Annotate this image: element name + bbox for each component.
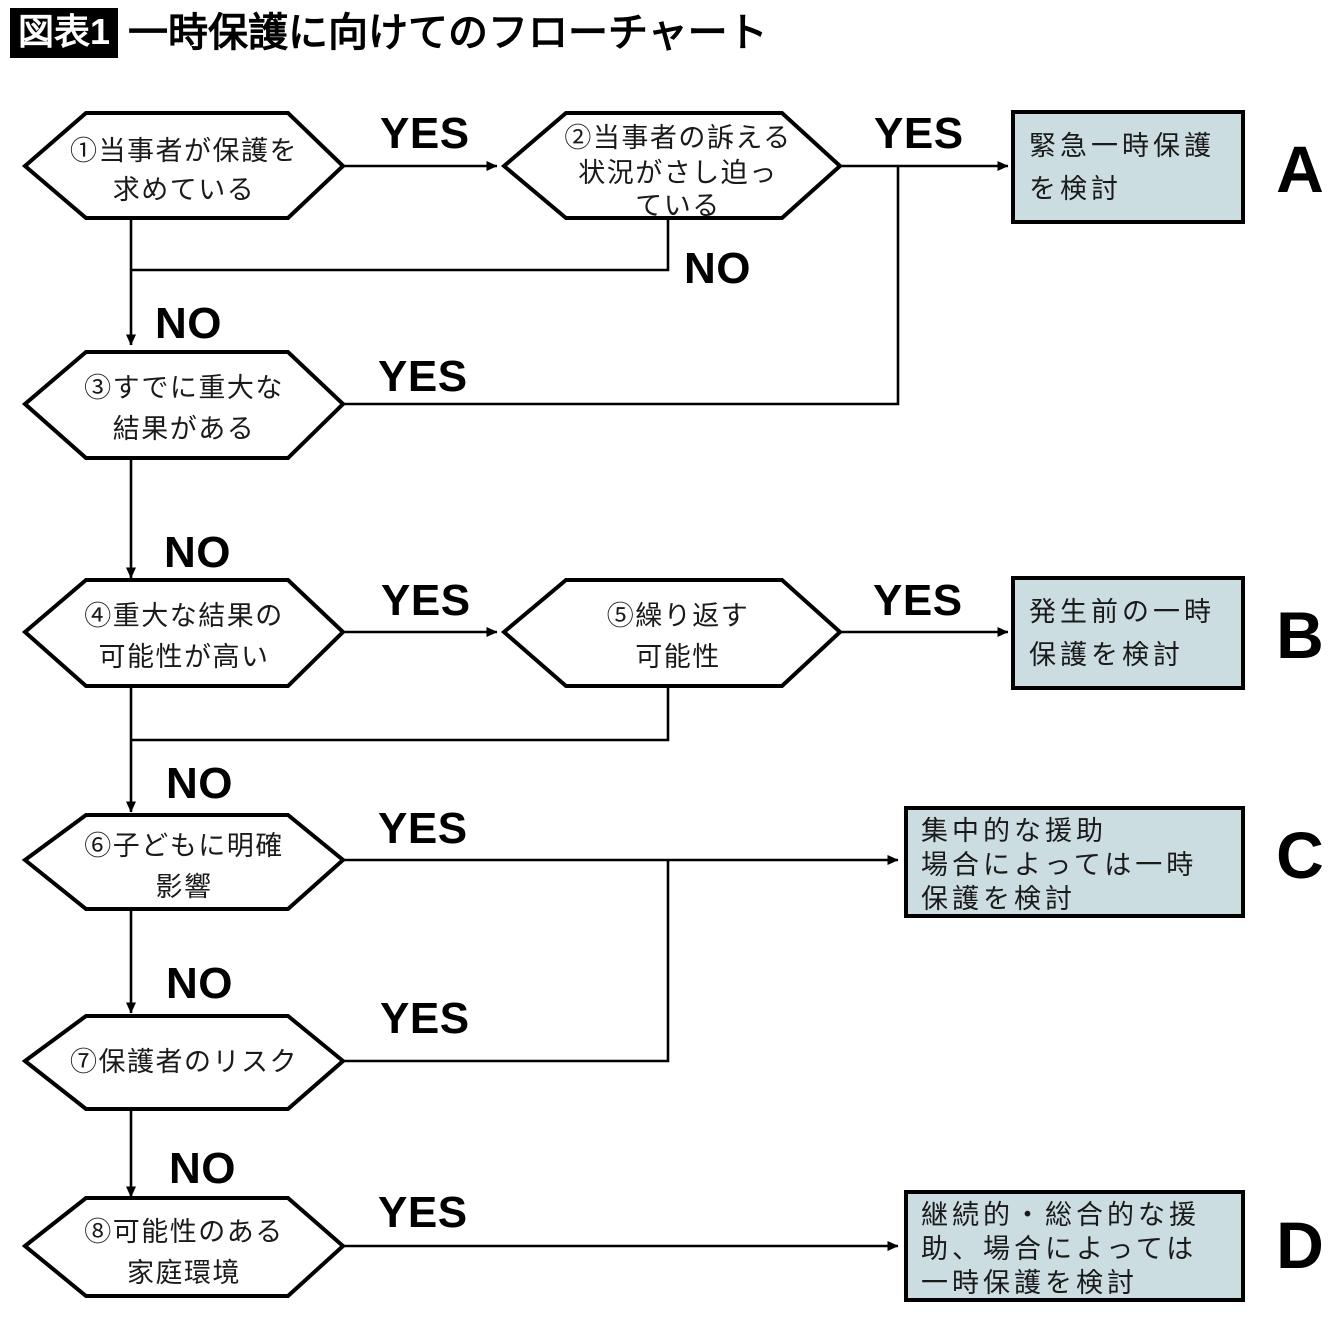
edge-n3-yes [343, 166, 900, 406]
edge-label-n2-yes: YES [874, 109, 964, 158]
node-n2-line-2: ている [635, 191, 721, 221]
node-n7-line-0: ⑦保護者のリスク [70, 1047, 298, 1077]
node-n4[interactable]: ④重大な結果の 可能性が高い [21, 578, 346, 688]
outcome-a-line-0: 緊急一時保護 [1029, 131, 1215, 161]
edge-label-n8-yes: YES [378, 1188, 468, 1237]
node-n3[interactable]: ③すでに重大な 結果がある [21, 350, 346, 460]
node-n5-line-0: ⑤繰り返す [607, 601, 750, 631]
edge-label-n7-yes: YES [380, 994, 470, 1043]
node-n5[interactable]: ⑤繰り返す 可能性 [500, 578, 843, 688]
outcome-d-line-2: 一時保護を検討 [921, 1268, 1138, 1298]
edge-label-n1-yes: YES [380, 109, 470, 158]
node-n6-line-1: 影響 [156, 872, 213, 902]
node-n6[interactable]: ⑥子どもに明確 影響 [21, 813, 347, 911]
node-n5-line-1: 可能性 [635, 642, 721, 672]
edge-label-n3-no: NO [164, 528, 231, 577]
edge-n2-no [131, 216, 670, 272]
route-label-a: A [1276, 132, 1324, 206]
outcome-b-line-1: 保護を検討 [1029, 640, 1184, 670]
outcome-b-line-0: 発生前の一時 [1029, 597, 1215, 627]
outcome-c-line-1: 場合によっては一時 [921, 850, 1197, 880]
outcome-box-a[interactable]: 緊急一時保護 を検討 [1011, 110, 1245, 224]
node-n4-line-1: 可能性が高い [99, 642, 270, 672]
outcome-box-d[interactable]: 継続的・総合的な援 助、場合によっては 一時保護を検討 [904, 1190, 1245, 1302]
edge-label-n1-no: NO [155, 299, 222, 348]
edge-label-n6-yes: YES [378, 804, 468, 853]
edge-label-n7-no: NO [169, 1144, 236, 1193]
node-n3-line-1: 結果がある [113, 414, 256, 444]
route-label-c: C [1276, 818, 1324, 892]
figure-title: 一時保護に向けてのフローチャート [128, 11, 768, 55]
node-n3-line-0: ③すでに重大な [84, 373, 284, 403]
node-n1[interactable]: ①当事者が保護を 求めている [21, 111, 346, 220]
outcome-c-line-0: 集中的な援助 [921, 816, 1107, 846]
outcome-a-line-1: を検討 [1029, 174, 1122, 204]
outcome-d-line-0: 継続的・総合的な援 [921, 1200, 1200, 1230]
edge-label-n3-yes: YES [378, 352, 468, 401]
outcome-c-line-2: 保護を検討 [921, 884, 1076, 914]
page-title: 図表1 一時保護に向けてのフローチャート [10, 8, 768, 58]
figure-badge: 図表1 [10, 8, 119, 58]
node-n4-line-0: ④重大な結果の [84, 601, 284, 631]
node-n7[interactable]: ⑦保護者のリスク [21, 1014, 347, 1111]
route-label-d: D [1276, 1208, 1324, 1282]
node-n1-line-0: ①当事者が保護を [70, 136, 298, 166]
node-n8-line-0: ⑧可能性のある [84, 1217, 284, 1247]
node-n8-line-1: 家庭環境 [127, 1258, 241, 1288]
node-n2-line-1: 状況がさし迫っ [578, 158, 778, 188]
node-n6-line-0: ⑥子どもに明確 [84, 831, 284, 861]
edge-label-n2-no: NO [684, 244, 751, 293]
route-label-b: B [1276, 598, 1324, 672]
node-n2[interactable]: ②当事者の訴える 状況がさし迫っ ている [500, 111, 843, 221]
node-n1-line-1: 求めている [113, 175, 256, 205]
edge-label-n4-yes: YES [381, 576, 471, 625]
edge-n5-no [131, 686, 670, 742]
outcome-d-line-1: 助、場合によっては [921, 1234, 1197, 1264]
outcome-box-c[interactable]: 集中的な援助 場合によっては一時 保護を検討 [904, 806, 1245, 918]
edge-label-n4-no: NO [166, 759, 233, 808]
outcome-box-b[interactable]: 発生前の一時 保護を検討 [1011, 576, 1245, 690]
edge-label-n6-no: NO [166, 959, 233, 1008]
node-n8[interactable]: ⑧可能性のある 家庭環境 [21, 1196, 347, 1298]
edge-n7-yes [343, 860, 670, 1063]
node-n2-line-0: ②当事者の訴える [564, 123, 791, 153]
edge-label-n5-yes: YES [873, 576, 963, 625]
